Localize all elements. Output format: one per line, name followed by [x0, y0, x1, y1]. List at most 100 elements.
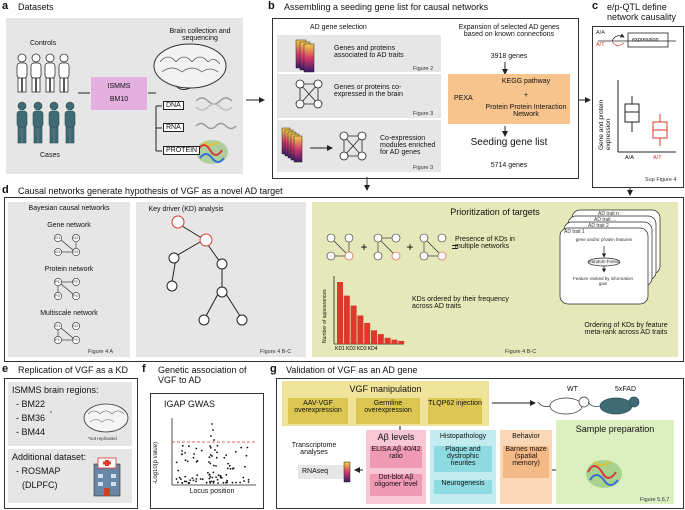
- node-g1-m: G1: [55, 323, 61, 328]
- gwas-point: [192, 479, 195, 482]
- gwas-point: [226, 479, 229, 482]
- gwas-point: [212, 464, 215, 467]
- bar: [357, 315, 364, 344]
- panel-g-box: [276, 378, 684, 509]
- elisa-box: ELISA Aβ 40/42 ratio: [370, 446, 422, 468]
- rnaseq-box: RNAseq: [298, 465, 344, 479]
- panel-b-box: [272, 18, 579, 179]
- e-bm22: - BM22: [16, 399, 46, 409]
- bar: [398, 340, 405, 344]
- gwas-point: [181, 444, 184, 447]
- gwas-point: [242, 476, 245, 479]
- bar: [377, 334, 384, 344]
- panel-e-title: Replication of VGF as a KD: [18, 365, 129, 375]
- equals-sign: =: [451, 240, 458, 254]
- gwas-point: [222, 481, 225, 484]
- gwas-point: [212, 471, 215, 474]
- gwas-point: [220, 477, 223, 479]
- b-item-2-text: Genes or proteins co-expressed in the br…: [334, 84, 403, 98]
- gwas-point: [207, 471, 209, 474]
- gwas-point: [231, 481, 234, 484]
- e-dlpfc: (DLPFC): [22, 480, 58, 490]
- gwas-point: [205, 481, 208, 484]
- wt-label: WT: [567, 386, 578, 393]
- gwas-point: [215, 465, 217, 467]
- e-star: *: [50, 411, 53, 417]
- e-rosmap: - ROSMAP: [16, 466, 61, 476]
- panel-b-letter: b: [268, 0, 275, 12]
- cases-label: Cases: [40, 152, 60, 159]
- panel-a-letter: a: [2, 0, 9, 12]
- bar: [391, 339, 398, 344]
- gwas-point: [188, 445, 190, 448]
- bar: [364, 322, 371, 344]
- ismms-label: ISMMS: [107, 83, 131, 90]
- gwas-point: [243, 480, 246, 482]
- dot-box: Dot-blot Aβ oligomer level: [370, 474, 422, 496]
- c-fig: Sup Figure 4: [645, 177, 677, 183]
- gwas-point: [208, 477, 211, 480]
- hospital-icon: [93, 457, 121, 497]
- gwas-point: [175, 461, 178, 464]
- gwas-point: [177, 469, 180, 472]
- gwas-point: [208, 456, 211, 459]
- prep-label: Sample preparation: [575, 424, 655, 434]
- allele-at-top: A/T: [596, 42, 605, 48]
- gwas-point: [177, 481, 179, 484]
- b-item-3-fig: Figure 3: [413, 165, 434, 171]
- gwas-point: [184, 452, 187, 454]
- gwas-point: [225, 454, 228, 456]
- plus-label: +: [523, 92, 529, 99]
- gwas-point: [184, 459, 187, 462]
- panel-e-letter: e: [2, 363, 9, 375]
- gwas-point: [244, 465, 246, 468]
- brain-collection-label: Brain collection and sequencing: [169, 28, 231, 42]
- gwas-point: [212, 429, 214, 431]
- gwas-point: [223, 456, 226, 459]
- gwas-point: [247, 481, 250, 483]
- protein-icon: [196, 140, 228, 164]
- m2-box: Germline overexpression: [356, 398, 420, 424]
- manip-label: VGF manipulation: [349, 384, 422, 394]
- meta-label: Ordering of KDs by feature meta-rank acr…: [584, 322, 668, 336]
- brain-icon: [153, 43, 227, 91]
- barnes-box: Barnes maze (spatial memory): [503, 446, 549, 478]
- panel-d-title: Causal networks generate hypothesis of V…: [18, 186, 283, 196]
- prep-box: [556, 420, 674, 504]
- panel-f-title: Genetic association of VGF to AD: [158, 365, 247, 385]
- gwas-point: [216, 478, 219, 481]
- panel-c-title: e/p-QTL define network causality: [607, 2, 677, 22]
- gwas-point: [210, 435, 212, 437]
- e-note: *not replicated: [88, 436, 117, 441]
- b-item-1-fig: Figure 2: [413, 66, 434, 72]
- f-xlabel: Locus position: [189, 488, 235, 495]
- node-p4: P4: [73, 293, 78, 298]
- gwas-point: [195, 478, 198, 480]
- node-g2-m: G2: [73, 323, 79, 328]
- node-g3: G3: [55, 249, 61, 254]
- node-p2: P2: [73, 279, 78, 284]
- fig4a: Figure 4 A: [88, 349, 114, 355]
- gwas-point: [239, 481, 242, 484]
- gwas-point: [181, 482, 184, 484]
- network-icon: [295, 79, 323, 109]
- trans-label: Transcriptome analyses: [291, 442, 337, 456]
- panel-f-box: [150, 393, 264, 509]
- expansion-label: Expansion of selected AD genes based on …: [458, 24, 560, 38]
- features-label: gene and/or protein features: [575, 237, 633, 242]
- bar-tick-label: KD1: [335, 346, 345, 352]
- prior-label: Prioritization of targets: [450, 207, 540, 217]
- gwas-point: [195, 480, 198, 483]
- bar: [337, 282, 343, 344]
- m3-box: TLQP62 injection: [428, 398, 482, 424]
- gwas-point: [213, 480, 215, 483]
- gwas-point: [240, 446, 243, 449]
- gwas-point: [226, 481, 229, 484]
- panel-c-letter: c: [592, 0, 599, 12]
- gwas-point: [229, 467, 232, 470]
- plaque-box: Plaque and dystrophic neurites: [434, 446, 492, 472]
- gwas-point: [247, 478, 250, 481]
